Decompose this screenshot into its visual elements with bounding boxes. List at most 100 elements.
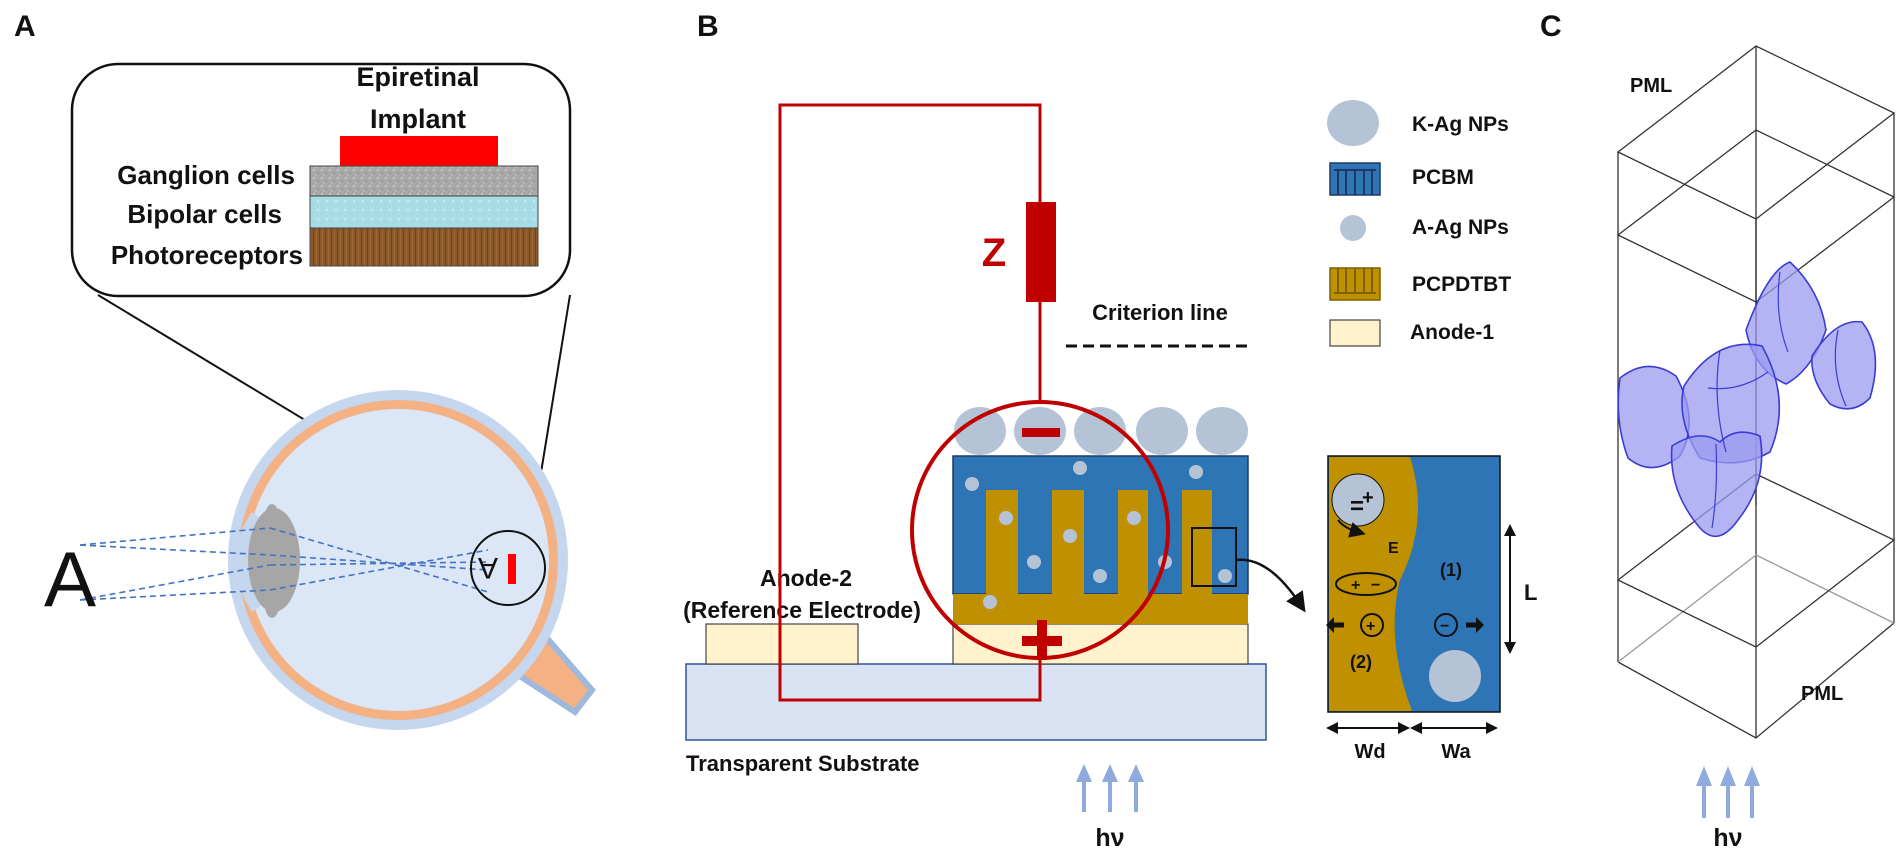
epiretinal-implant (340, 136, 498, 166)
eye-vitreous (247, 409, 549, 711)
minus-sign (1022, 428, 1060, 437)
light-label-b: hν (1095, 824, 1124, 852)
lens (248, 508, 300, 612)
substrate-label: Transparent Substrate (686, 751, 920, 776)
dim-wd-label: Wd (1354, 741, 1385, 763)
dim-wa-head-left (1410, 722, 1422, 734)
pcpdtbt-layer (953, 490, 1248, 624)
dim-l-head-bottom (1504, 642, 1516, 654)
iris-lower (264, 582, 280, 618)
exciton-plus: + (1351, 577, 1360, 594)
impedance-label: Z (982, 231, 1006, 275)
ganglion-layer (309, 165, 539, 197)
light-arrows-b (1076, 764, 1144, 812)
a-ag-np (1063, 529, 1077, 543)
a-ag-nps-group (965, 461, 1232, 609)
legend-anode1-icon (1329, 319, 1381, 347)
panel-c-letter: C (1540, 10, 1562, 43)
dim-wa-head-right (1486, 722, 1498, 734)
implant-label-line1: Epiretinal (356, 62, 479, 92)
electron-symbol (1434, 613, 1458, 637)
dim-wa-label: Wa (1441, 741, 1471, 763)
bipolar-layer (309, 195, 539, 229)
a-ag-np (1027, 555, 1041, 569)
iris-upper (264, 504, 280, 540)
a-ag-np (1218, 569, 1232, 583)
pml-bottom-label: PML (1801, 683, 1843, 705)
panel-a: A Epiretinal Implant Ganglion cells Bipo… (14, 10, 596, 730)
a-ag-np (1127, 511, 1141, 525)
pml-top-label: PML (1630, 75, 1672, 97)
legend-a-ag-icon (1340, 215, 1366, 241)
a-ag-np (1189, 465, 1203, 479)
criterion-line-label: Criterion line (1092, 300, 1228, 325)
anode2-label-line2: (Reference Electrode) (683, 597, 921, 623)
a-ag-np (1073, 461, 1087, 475)
plus-sign (1022, 620, 1062, 660)
zoom-region-marker (1191, 527, 1237, 587)
dim-wd-head-right (1398, 722, 1410, 734)
region-2-label: (2) (1350, 652, 1372, 672)
interface-inset: = + E (1) + − + − (2) L Wd (1326, 455, 1537, 763)
legend-k-ag-label: K-Ag NPs (1412, 113, 1509, 136)
legend-k-ag-icon (1327, 100, 1379, 146)
object-letter: A (44, 535, 96, 623)
inverted-image-circle (470, 530, 546, 606)
light-arrows-c (1696, 766, 1760, 818)
light-label-c: hν (1713, 824, 1742, 852)
a-ag-np (983, 595, 997, 609)
field-arrow (1337, 519, 1366, 538)
legend-anode1-label: Anode-1 (1410, 321, 1494, 344)
legend-pcpdtbt-icon (1329, 267, 1381, 301)
particle (1811, 320, 1877, 410)
exciton-ellipse (1335, 572, 1397, 596)
hole-symbol (1360, 613, 1384, 637)
electron-minus: − (1440, 618, 1449, 635)
photoreceptor-layer (309, 227, 539, 267)
particle-outlines (1707, 271, 1847, 529)
k-ag-np (1074, 407, 1126, 455)
field-label: E (1388, 540, 1399, 557)
transparent-substrate (685, 663, 1267, 741)
implant-on-retina (508, 554, 516, 584)
eye-illustration: A A (44, 390, 596, 730)
inset-particle-charges-plus: + (1362, 487, 1374, 509)
inset-particle-bottom (1429, 650, 1481, 702)
panel-b: B Transparent Substrate Anode-2 (Referen… (683, 10, 1537, 852)
pml-top-plane (1616, 129, 1896, 303)
hole-plus: + (1366, 618, 1375, 635)
legend-a-ag-label: A-Ag NPs (1412, 216, 1509, 239)
legend-pcbm-label: PCBM (1412, 166, 1474, 189)
light-rays (79, 527, 489, 601)
bipolar-label: Bipolar cells (127, 199, 282, 229)
nanoparticle-cluster (1617, 261, 1877, 538)
legend-pcbm-icon (1329, 162, 1381, 196)
zoom-connector-arrow (1235, 558, 1306, 613)
k-ag-np (954, 407, 1006, 455)
electron-arrow-head (1476, 617, 1484, 633)
legend: K-Ag NPs PCBM A-Ag NPs (1327, 100, 1511, 347)
inverted-image-letter: A (478, 551, 498, 584)
dim-l-label: L (1524, 580, 1537, 605)
legend-pcpdtbt-label: PCPDTBT (1412, 273, 1511, 296)
impedance-resistor (1026, 202, 1056, 302)
panel-a-letter: A (14, 10, 36, 43)
a-ag-np (999, 511, 1013, 525)
region-1-label: (1) (1440, 560, 1462, 580)
anode2-label-line1: Anode-2 (760, 565, 852, 591)
dim-wd-head-left (1326, 722, 1338, 734)
anode-2 (705, 623, 859, 665)
hole-arrow-head (1326, 617, 1334, 633)
k-ag-np (1136, 407, 1188, 455)
circuit-wire-loop (778, 103, 1042, 702)
photoreceptor-label: Photoreceptors (111, 240, 303, 270)
ganglion-label: Ganglion cells (117, 160, 295, 190)
k-ag-np (1196, 407, 1248, 455)
k-ag-nps-group (954, 407, 1248, 455)
implant-label-line2: Implant (370, 104, 466, 134)
dim-l-head-top (1504, 524, 1516, 536)
a-ag-np (1093, 569, 1107, 583)
inset-particle-charges-minus: = (1350, 493, 1364, 520)
panel-b-letter: B (697, 10, 719, 43)
